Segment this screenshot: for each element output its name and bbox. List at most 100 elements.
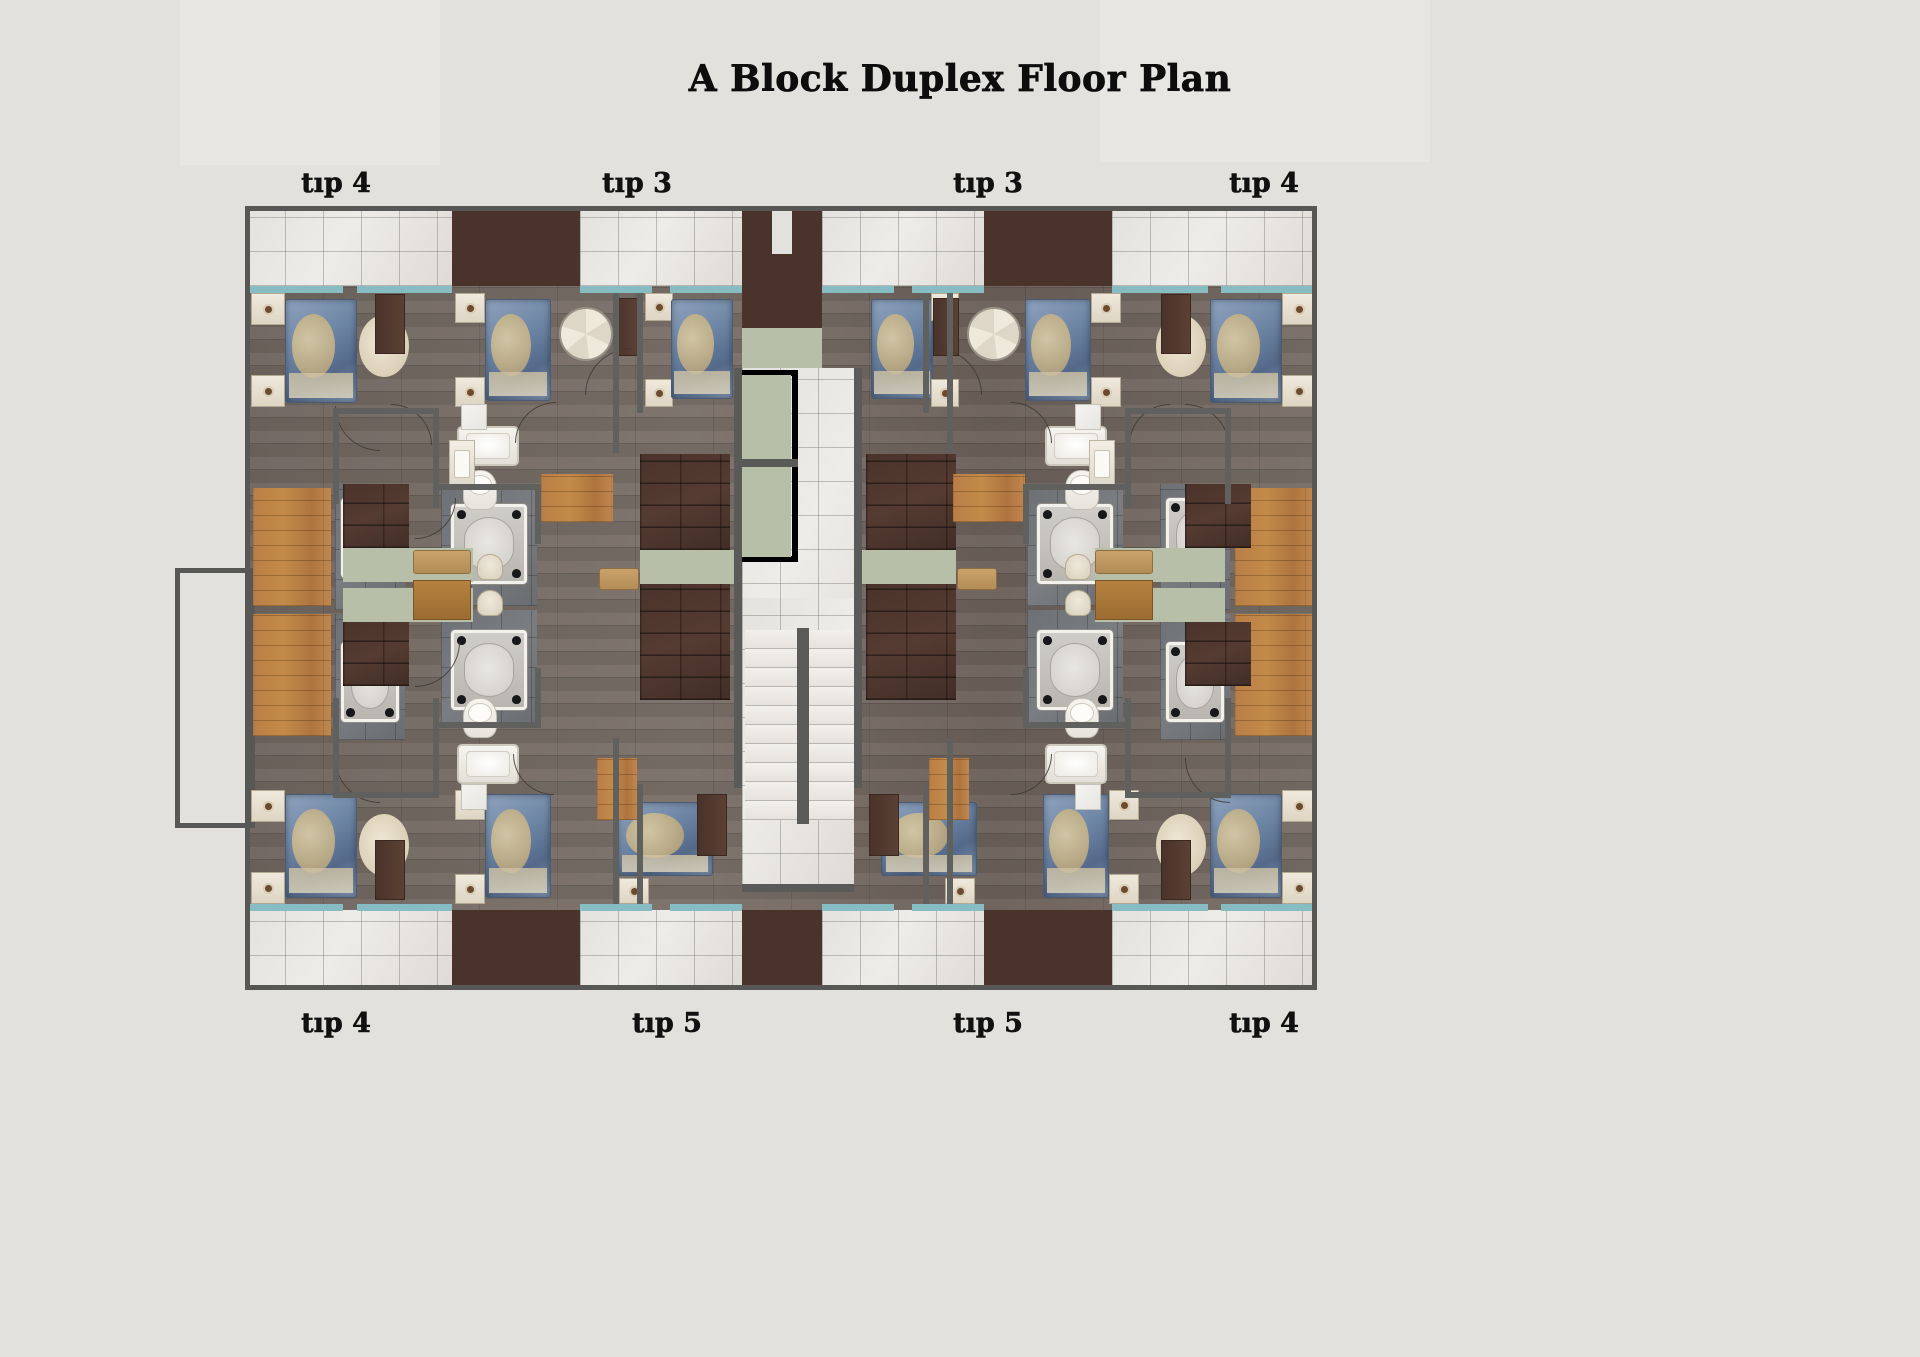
living-floor-left-lower bbox=[253, 614, 331, 736]
living-floor-mid-right bbox=[953, 474, 1025, 522]
bedroom-top-left-inner bbox=[455, 293, 613, 408]
unit-label-top-left-inner: tıp 3 bbox=[602, 168, 672, 200]
partition-left-h2 bbox=[333, 792, 433, 798]
core-top-sage-band bbox=[742, 328, 822, 368]
bedroom-top-right-inner bbox=[965, 293, 1121, 408]
unit-label-bottom-right-inner: tıp 5 bbox=[953, 1008, 1023, 1040]
partition-left-v2 bbox=[433, 408, 439, 508]
partition-right-v6 bbox=[1023, 668, 1029, 728]
balcony-top-right-outer bbox=[1112, 208, 1317, 286]
partition-right-v3 bbox=[1225, 698, 1231, 798]
jet-nozzle bbox=[1043, 636, 1052, 645]
partition-left-v6 bbox=[535, 668, 541, 728]
page-title: A Block Duplex Floor Plan bbox=[688, 58, 1232, 101]
bed bbox=[1210, 299, 1282, 403]
glass-railing-top-6 bbox=[912, 286, 984, 293]
living-floor-left-upper bbox=[253, 488, 331, 606]
partition-mid-left bbox=[613, 293, 619, 453]
dining-table-left bbox=[413, 580, 471, 620]
wardrobe-bottom-left bbox=[375, 840, 405, 900]
bed bbox=[1043, 794, 1109, 898]
nightstand bbox=[1282, 872, 1316, 904]
balcony-top-right-inner bbox=[822, 208, 984, 286]
corridor-sage-band-right bbox=[854, 550, 956, 584]
partition-right-h4 bbox=[1023, 722, 1125, 728]
bed bbox=[871, 299, 933, 399]
nightstand bbox=[645, 293, 673, 321]
wardrobe-top-right bbox=[1161, 294, 1191, 354]
balcony-bottom-left-outer bbox=[247, 910, 452, 990]
toilet-right-lower bbox=[1065, 698, 1099, 738]
unit-stair-right-upper bbox=[1185, 484, 1251, 548]
bed bbox=[671, 299, 733, 399]
armchair-right-2 bbox=[1065, 590, 1091, 616]
elevator-divider-wall bbox=[736, 459, 798, 467]
nightstand bbox=[619, 878, 649, 904]
shower-left-upper bbox=[461, 404, 487, 430]
glass-railing-bottom-3 bbox=[580, 904, 652, 911]
partition-left-h3 bbox=[439, 484, 541, 490]
internal-stair-right-upper bbox=[866, 454, 956, 550]
jet-nozzle bbox=[1043, 510, 1052, 519]
elevator-car-upper bbox=[741, 375, 791, 459]
bed bbox=[1025, 299, 1091, 401]
sofa-left bbox=[413, 550, 471, 574]
glass-railing-bottom-2 bbox=[357, 904, 452, 911]
core-wall-right bbox=[854, 368, 862, 788]
glass-railing-bottom-5 bbox=[822, 904, 894, 911]
balcony-top-left-inner bbox=[580, 208, 742, 286]
balcony-divider-bottom-right bbox=[984, 910, 1112, 990]
central-stair-spine bbox=[797, 628, 809, 824]
balcony-divider-top-right bbox=[984, 208, 1112, 286]
partition-mid-right bbox=[947, 293, 953, 453]
partition-right-h2 bbox=[1131, 792, 1231, 798]
elevator-car-lower bbox=[741, 467, 791, 557]
jet-nozzle bbox=[512, 510, 521, 519]
bed bbox=[485, 794, 551, 898]
spiral-stair bbox=[967, 307, 1021, 361]
stair-tread bbox=[745, 801, 797, 820]
bathtub-right-lower bbox=[1045, 744, 1107, 784]
wardrobe-top-right-inner bbox=[933, 298, 959, 356]
spiral-stair bbox=[559, 307, 613, 361]
stair-tread bbox=[745, 668, 797, 687]
stair-tread bbox=[745, 687, 797, 706]
wardrobe-bottom-core-left bbox=[697, 794, 727, 856]
stair-tread bbox=[745, 763, 797, 782]
jet-nozzle bbox=[457, 695, 466, 704]
core-top-gap bbox=[772, 208, 792, 254]
partition-left-v1 bbox=[333, 408, 339, 504]
floor-plan-drawing bbox=[175, 198, 1380, 998]
jet-nozzle bbox=[512, 695, 521, 704]
partition-left-h4 bbox=[439, 722, 541, 728]
partition-mid-left-2 bbox=[613, 738, 619, 904]
jet-nozzle bbox=[1210, 708, 1219, 717]
unit-label-top-left-outer: tıp 4 bbox=[301, 168, 371, 200]
stair-tread bbox=[809, 744, 854, 763]
jet-nozzle bbox=[1171, 647, 1180, 656]
jet-nozzle bbox=[1098, 636, 1107, 645]
partition-right-h1 bbox=[1131, 408, 1231, 414]
jet-nozzle bbox=[512, 569, 521, 578]
bed bbox=[285, 299, 357, 403]
stair-tread bbox=[809, 649, 854, 668]
armchair-left-2 bbox=[477, 590, 503, 616]
terrace-left bbox=[175, 568, 255, 828]
stair-tread bbox=[745, 725, 797, 744]
unit-label-top-right-inner: tıp 3 bbox=[953, 168, 1023, 200]
glass-railing-top-2 bbox=[357, 286, 452, 293]
stair-tread bbox=[745, 649, 797, 668]
sofa-core-right bbox=[957, 568, 997, 590]
glass-railing-top-8 bbox=[1221, 286, 1317, 293]
nightstand bbox=[1091, 293, 1121, 323]
shower-left-lower bbox=[461, 784, 487, 810]
glass-railing-top-1 bbox=[247, 286, 343, 293]
nightstand bbox=[1282, 375, 1316, 407]
glass-railing-top-7 bbox=[1112, 286, 1208, 293]
nightstand bbox=[1282, 293, 1316, 325]
glass-railing-bottom-6 bbox=[912, 904, 984, 911]
jet-nozzle bbox=[457, 510, 466, 519]
internal-stair-left-upper bbox=[640, 454, 730, 550]
nightstand bbox=[251, 872, 285, 904]
wardrobe-bottom-core-right bbox=[869, 794, 899, 856]
